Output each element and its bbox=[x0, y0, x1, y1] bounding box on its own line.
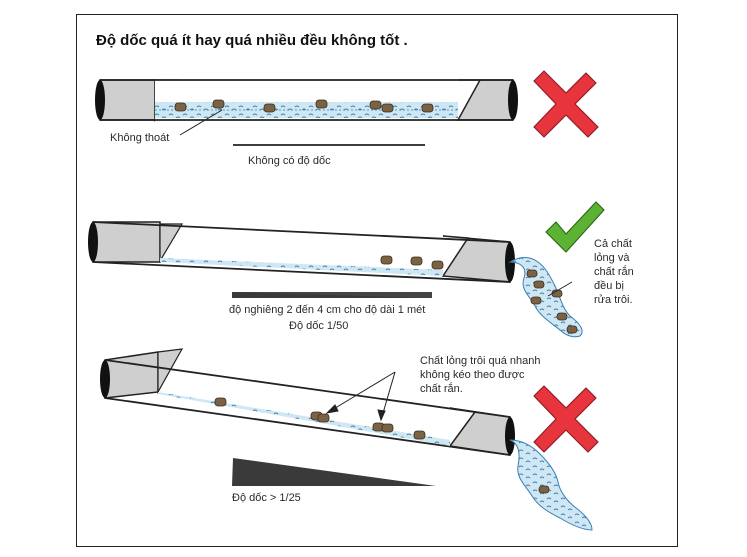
water-steep bbox=[158, 392, 450, 446]
outlet-label: Không thoát bbox=[110, 132, 170, 144]
slope-bar-correct bbox=[232, 292, 432, 298]
washed-away-note: Cả chất lỏng và chất rắn đều bị rửa trôi… bbox=[594, 238, 634, 306]
too-fast-callout: Chất lỏng trôi quá nhanh không kéo theo … bbox=[420, 355, 541, 395]
slope-ratio-correct-label: Độ dốc 1/50 bbox=[289, 320, 349, 332]
slope-ratio-steep-label: Độ dốc > 1/25 bbox=[232, 492, 301, 504]
callout-arrows bbox=[325, 371, 396, 422]
pipe-correct-slope bbox=[88, 221, 515, 283]
note-pointer-line bbox=[547, 281, 573, 297]
check-icon bbox=[545, 201, 605, 253]
cross-icon bbox=[533, 70, 599, 138]
outlet-pointer-line bbox=[179, 109, 223, 136]
water-correct bbox=[160, 258, 443, 276]
solids-correct bbox=[380, 255, 444, 270]
no-slope-label: Không có độ dốc bbox=[248, 155, 331, 167]
cross-icon bbox=[533, 385, 599, 453]
outflow-steep bbox=[509, 439, 593, 531]
slope-length-label: độ nghiêng 2 đến 4 cm cho độ dài 1 mét bbox=[229, 304, 426, 316]
pipe-flat bbox=[95, 79, 518, 123]
outflow-correct bbox=[508, 257, 583, 338]
solids-flat bbox=[174, 99, 434, 113]
pipe-steep bbox=[100, 348, 515, 456]
diagram-title: Độ dốc quá ít hay quá nhiều đều không tố… bbox=[96, 32, 408, 49]
slope-wedge-steep bbox=[232, 458, 436, 486]
solids-steep bbox=[214, 397, 426, 440]
